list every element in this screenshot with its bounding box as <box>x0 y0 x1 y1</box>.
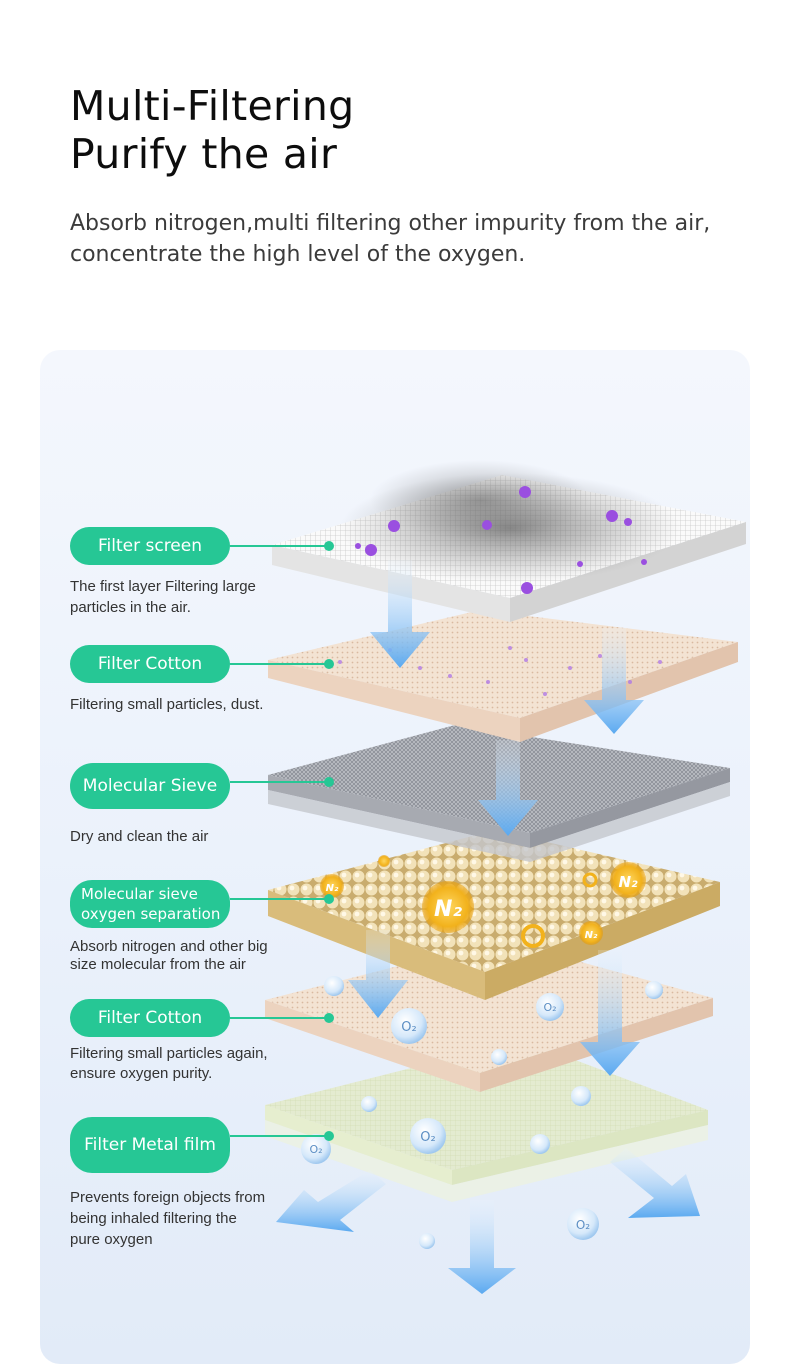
layer-desc-line: Filtering small particles again, <box>70 1045 268 1062</box>
arrow-down-4 <box>348 930 408 1018</box>
title-line-1: Multi-Filtering <box>70 82 355 130</box>
layer-label-text: oxygen separation <box>81 905 221 923</box>
layer-desc-metal-film: Prevents foreign objects from being inha… <box>70 1187 300 1250</box>
layer-desc-line: Filtering small particles, dust. <box>70 696 264 713</box>
leader-line-2 <box>230 659 334 669</box>
nitrogen-label-medium: N₂ <box>618 873 638 891</box>
layer-desc-oxygen-separation: Absorb nitrogen and other big size molec… <box>70 938 300 974</box>
layer-desc-line: The first layer Filtering large <box>70 578 256 595</box>
arrow-out-right <box>610 1148 700 1218</box>
layer-label-text: Filter Cotton <box>97 1008 203 1028</box>
layer-label-text: Molecular sieve <box>81 885 198 903</box>
layer-label-oxygen-separation: Molecular sieve oxygen separation <box>70 880 230 928</box>
page-subtitle: Absorb nitrogen,multi filtering other im… <box>70 208 750 270</box>
filter-stack-illustration: N₂ N₂ N₂ N₂ <box>265 460 746 1294</box>
title-line-2: Purify the air <box>70 130 338 178</box>
filter-screen-layer <box>272 460 746 622</box>
layer-label-text: Filter Metal film <box>84 1135 216 1155</box>
nitrogen-label-tiny: N₂ <box>585 930 598 941</box>
oxygen-bubbles <box>301 976 663 1249</box>
layer-label-text: Filter Cotton <box>97 654 203 674</box>
subtitle-line-1: Absorb nitrogen,multi filtering other im… <box>70 211 711 236</box>
layer-label-filter-cotton-2: Filter Cotton <box>70 999 230 1037</box>
oxygen-label-4: O₂ <box>309 1143 322 1156</box>
large-particles <box>355 486 647 594</box>
oxygen-label-3: O₂ <box>420 1130 435 1145</box>
molecular-sieve-beads-layer <box>268 830 720 1000</box>
oxygen-label-5: O₂ <box>576 1218 590 1232</box>
layer-desc-line: being inhaled filtering the <box>70 1210 237 1227</box>
leader-line-4 <box>230 894 334 904</box>
layer-desc-line: ensure oxygen purity. <box>70 1065 213 1082</box>
layer-label-metal-film: Filter Metal film <box>70 1117 230 1173</box>
layer-desc-molecular-sieve: Dry and clean the air <box>70 826 300 847</box>
leader-line-1 <box>230 541 334 551</box>
arrow-down-2 <box>584 628 644 734</box>
filter-layers-panel: N₂ N₂ N₂ N₂ <box>40 350 750 1364</box>
arrow-down-1 <box>370 560 430 668</box>
layer-label-filter-screen: Filter screen <box>70 527 230 565</box>
arrow-out-left <box>276 1170 386 1232</box>
leader-line-5 <box>230 1013 334 1023</box>
arrow-out-bottom <box>448 1200 516 1294</box>
leader-line-6 <box>230 1131 334 1141</box>
arrow-down-5 <box>580 950 640 1076</box>
layer-label-text: Filter screen <box>97 536 203 556</box>
layer-desc-line: Prevents foreign objects from <box>70 1189 266 1206</box>
subtitle-line-2: concentrate the high level of the oxygen… <box>70 242 526 267</box>
filter-cotton-layer <box>268 610 738 742</box>
layer-desc-filter-cotton-2: Filtering small particles again, ensure … <box>70 1044 300 1084</box>
layer-label-text: Molecular Sieve <box>82 776 218 796</box>
layer-desc-filter-screen: The first layer Filtering large particle… <box>70 576 300 618</box>
layer-desc-line: particles in the air. <box>70 599 191 616</box>
oxygen-label-1: O₂ <box>401 1020 416 1035</box>
layer-label-filter-cotton: Filter Cotton <box>70 645 230 683</box>
nitrogen-label-small: N₂ <box>326 883 339 894</box>
layer-desc-line: size molecular from the air <box>70 956 246 973</box>
arrow-down-3 <box>478 740 538 836</box>
oxygen-label-2: O₂ <box>543 1001 556 1014</box>
nitrogen-label-large: N₂ <box>434 897 462 922</box>
layer-desc-line: pure oxygen <box>70 1231 153 1248</box>
layer-desc-line: Absorb nitrogen and other big <box>70 938 268 955</box>
layer-label-molecular-sieve: Molecular Sieve <box>70 763 230 809</box>
page-title: Multi-Filtering Purify the air <box>70 82 354 178</box>
leader-line-3 <box>230 777 334 787</box>
nitrogen-molecules <box>320 855 646 948</box>
layer-desc-filter-cotton: Filtering small particles, dust. <box>70 694 300 715</box>
airflow-arrows <box>276 560 700 1294</box>
layer-desc-line: Dry and clean the air <box>70 828 209 845</box>
